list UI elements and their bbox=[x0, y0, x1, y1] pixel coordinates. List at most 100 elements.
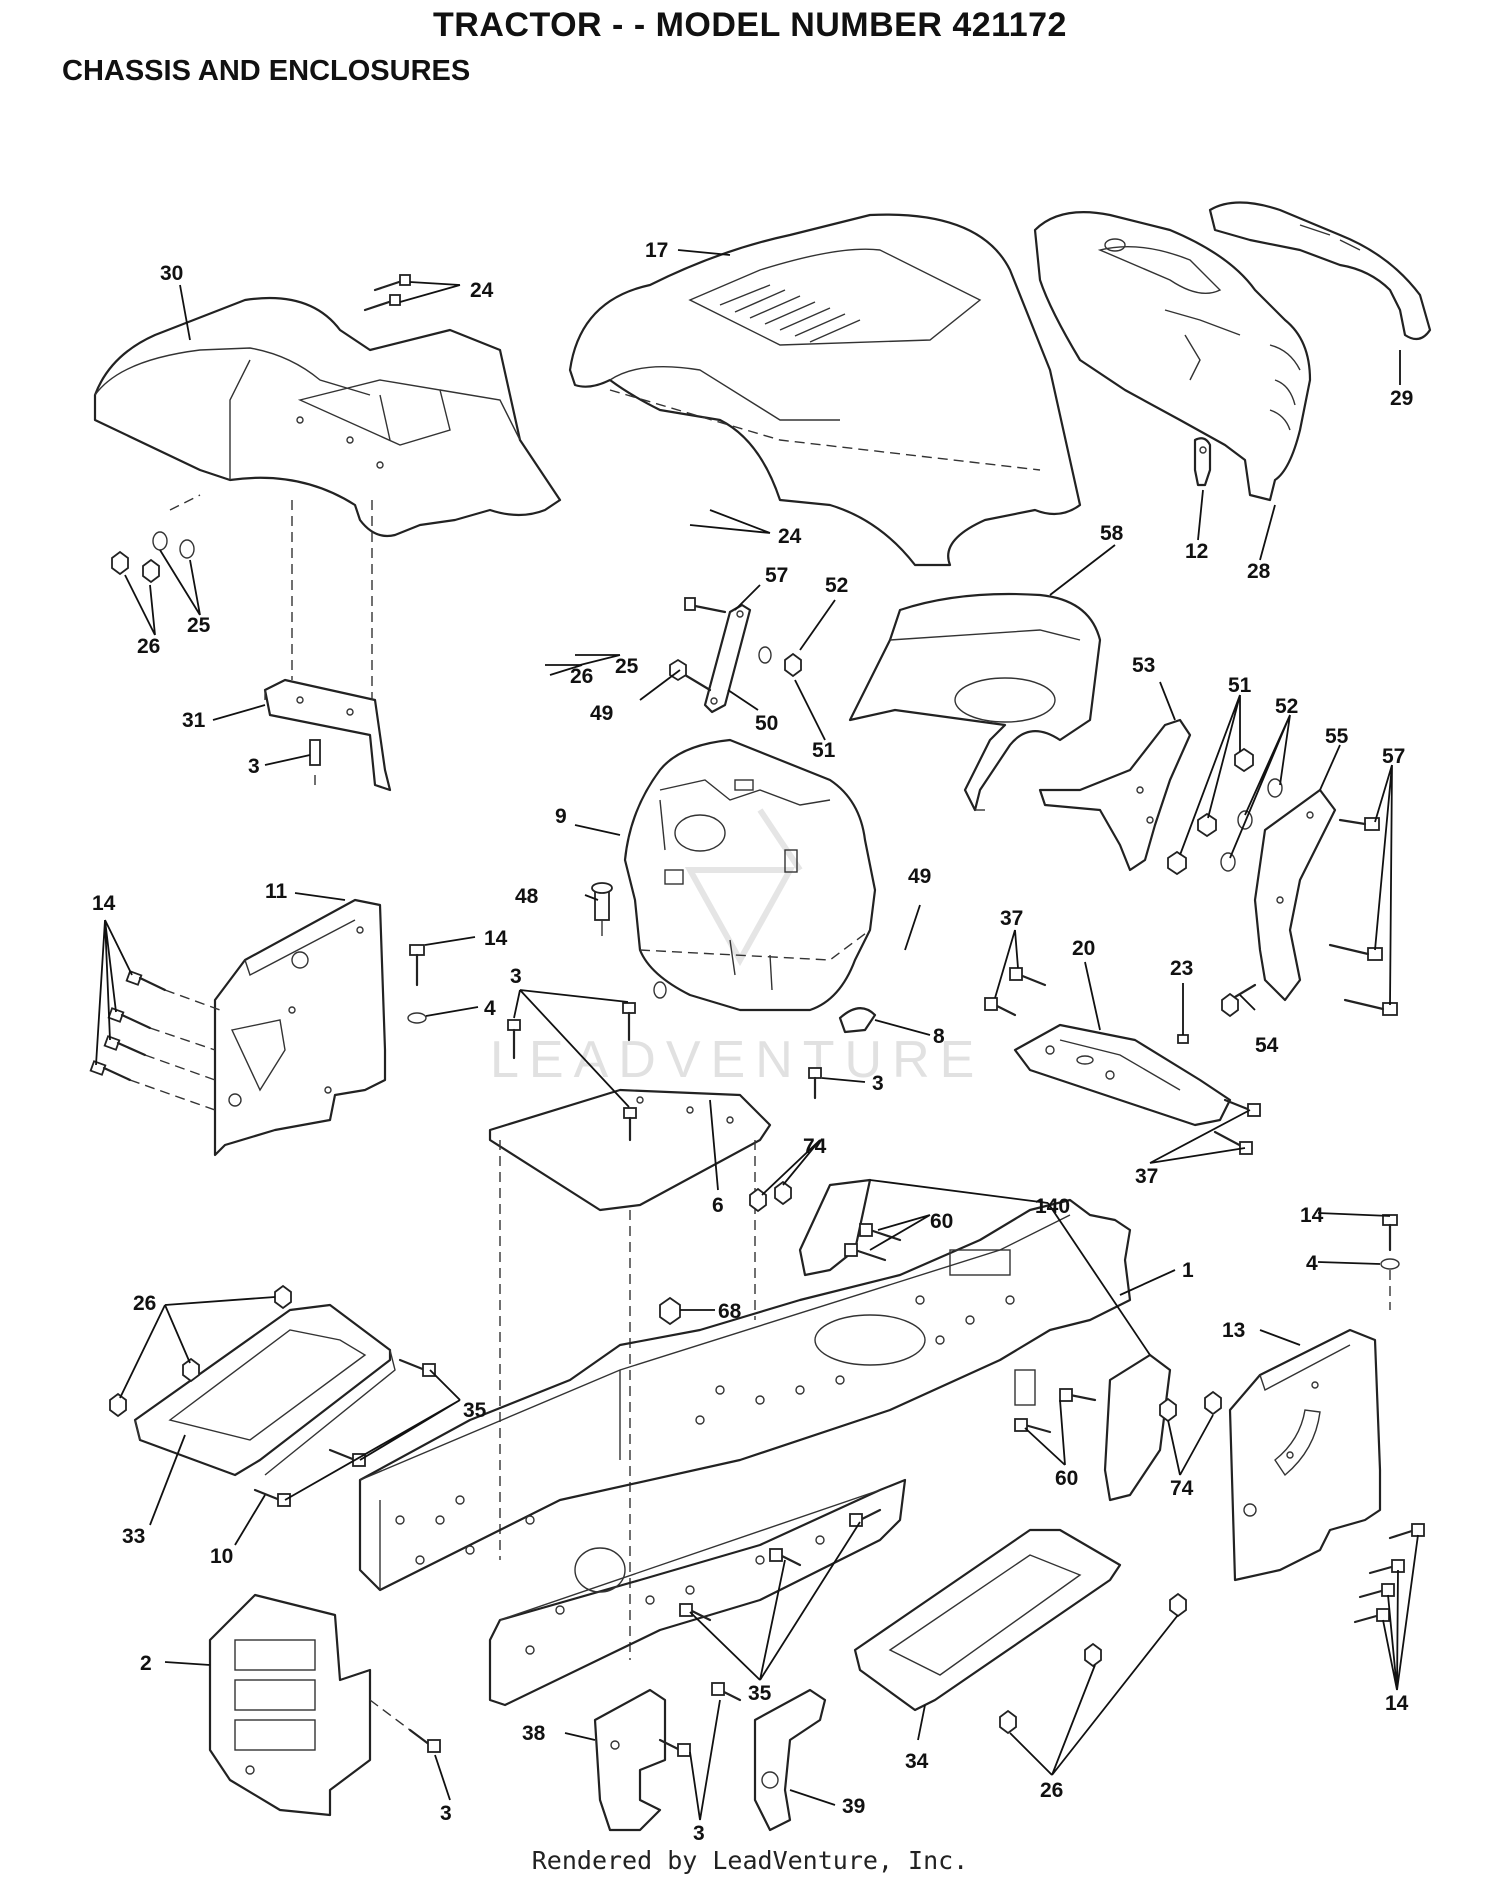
part-tray-20 bbox=[1013, 1023, 1232, 1127]
part-bracket-55 bbox=[1253, 788, 1337, 1002]
callout-label: 52 bbox=[1275, 695, 1298, 718]
part-bushing-48 bbox=[591, 882, 613, 936]
callout-label: 24 bbox=[778, 525, 802, 548]
watermark-text: LEADVENTURE bbox=[490, 1031, 984, 1089]
part-hood bbox=[568, 213, 1082, 567]
callout-label: 9 bbox=[555, 805, 567, 828]
bolt-3-front bbox=[369, 1699, 441, 1753]
callout-label: 26 bbox=[1040, 1779, 1063, 1802]
callout-label: 55 bbox=[1325, 725, 1349, 748]
callout-label: 20 bbox=[1072, 937, 1095, 960]
callout-label: 60 bbox=[930, 1210, 953, 1233]
part-bracket-39 bbox=[753, 1688, 827, 1832]
nut-group-26-right bbox=[999, 1592, 1187, 1735]
callout-label: 28 bbox=[1247, 560, 1271, 583]
callout-label: 35 bbox=[463, 1399, 487, 1422]
callout-label: 3 bbox=[248, 755, 260, 778]
callout-label: 10 bbox=[210, 1545, 233, 1568]
page-title: TRACTOR - - MODEL NUMBER 421172 bbox=[433, 6, 1067, 44]
callout-label: 37 bbox=[1135, 1165, 1158, 1188]
callout-label: 14 bbox=[92, 892, 116, 915]
hardware-group-25-26-left bbox=[111, 494, 201, 584]
callout-label: 51 bbox=[812, 739, 836, 762]
leader-lines bbox=[95, 249, 1419, 1821]
callout-label: 57 bbox=[765, 564, 788, 587]
callout-label: 74 bbox=[1170, 1477, 1194, 1500]
callout-label: 39 bbox=[842, 1795, 865, 1818]
hardware-group-26-35-left bbox=[109, 1284, 436, 1507]
callout-label: 3 bbox=[872, 1072, 884, 1095]
footer-credit: Rendered by LeadVenture, Inc. bbox=[531, 1846, 969, 1875]
callout-label: 52 bbox=[825, 574, 848, 597]
callout-label: 23 bbox=[1170, 957, 1193, 980]
part-dash-panel bbox=[848, 592, 1102, 812]
part-bracket-53 bbox=[1038, 718, 1192, 872]
callout-label: 49 bbox=[590, 702, 613, 725]
callout-label: 57 bbox=[1382, 745, 1405, 768]
part-footrest-left bbox=[133, 1303, 396, 1477]
bolt-14-and-washer-4 bbox=[407, 944, 427, 1024]
callout-label: 26 bbox=[137, 635, 160, 658]
callout-label: 54 bbox=[1255, 1034, 1279, 1057]
hardware-group-74-60 bbox=[749, 1180, 1222, 1434]
part-footrest-right bbox=[853, 1528, 1122, 1712]
hardware-group-51-52-57 bbox=[1167, 747, 1398, 1018]
callout-label: 8 bbox=[933, 1025, 945, 1048]
bolt-group-3-lower bbox=[658, 1682, 742, 1757]
callout-label: 6 bbox=[712, 1194, 724, 1217]
part-link-50 bbox=[669, 597, 802, 714]
callout-label: 38 bbox=[522, 1722, 546, 1745]
callout-label: 14 bbox=[1385, 1692, 1409, 1715]
part-right-side-panel bbox=[1228, 1328, 1382, 1582]
callout-label: 74 bbox=[803, 1135, 827, 1158]
callout-label: 1 bbox=[1182, 1259, 1194, 1282]
callout-label: 49 bbox=[908, 865, 931, 888]
callout-label: 13 bbox=[1222, 1319, 1245, 1342]
callout-label: 25 bbox=[615, 655, 639, 678]
callout-label: 68 bbox=[718, 1300, 742, 1323]
callout-label: 4 bbox=[484, 997, 496, 1020]
part-hood-latch-12 bbox=[1193, 437, 1212, 487]
part-main-frame bbox=[358, 1198, 1132, 1707]
callout-label: 14 bbox=[484, 927, 508, 950]
callout-label: 17 bbox=[645, 239, 668, 262]
bolt-group-37 bbox=[984, 967, 1261, 1155]
callout-label: 53 bbox=[1132, 654, 1155, 677]
callout-label: 2 bbox=[140, 1652, 152, 1675]
part-plate-6 bbox=[488, 1088, 772, 1660]
callout-label: 3 bbox=[693, 1822, 705, 1845]
callout-label: 140 bbox=[1035, 1195, 1070, 1218]
watermark-logo bbox=[684, 808, 803, 967]
callout-label: 4 bbox=[1306, 1252, 1318, 1275]
part-bracket-31 bbox=[263, 500, 392, 792]
callout-label: 37 bbox=[1000, 907, 1023, 930]
bolt-group-24-top bbox=[363, 274, 411, 312]
part-bracket-38 bbox=[593, 1688, 667, 1832]
callout-label: 60 bbox=[1055, 1467, 1078, 1490]
callout-label: 26 bbox=[133, 1292, 156, 1315]
bolt-group-35-right bbox=[679, 1508, 882, 1622]
callout-label: 25 bbox=[187, 614, 211, 637]
callout-label: 31 bbox=[182, 709, 206, 732]
bolt-group-3-center bbox=[507, 1002, 822, 1142]
callout-label: 58 bbox=[1100, 522, 1124, 545]
callout-label: 26 bbox=[570, 665, 593, 688]
callout-label: 51 bbox=[1228, 674, 1252, 697]
part-rear-fender bbox=[93, 296, 562, 538]
part-front-bracket-2 bbox=[208, 1593, 372, 1817]
callout-labels: 17 24 30 24 25 26 29 28 12 58 57 52 25 2… bbox=[92, 239, 1413, 1845]
callout-label: 48 bbox=[515, 885, 539, 908]
callout-label: 3 bbox=[510, 965, 522, 988]
callout-label: 50 bbox=[755, 712, 778, 735]
callout-label: 34 bbox=[905, 1750, 929, 1773]
bolt-group-14-left bbox=[89, 970, 221, 1111]
bolt-group-14-right bbox=[1353, 1214, 1425, 1624]
nut-68 bbox=[659, 1296, 681, 1326]
part-left-side-panel bbox=[213, 898, 387, 1157]
callout-label: 35 bbox=[748, 1682, 772, 1705]
callout-label: 29 bbox=[1390, 387, 1413, 410]
callout-label: 11 bbox=[265, 880, 288, 903]
part-nose-trim bbox=[1208, 201, 1432, 341]
callout-label: 12 bbox=[1185, 540, 1208, 563]
